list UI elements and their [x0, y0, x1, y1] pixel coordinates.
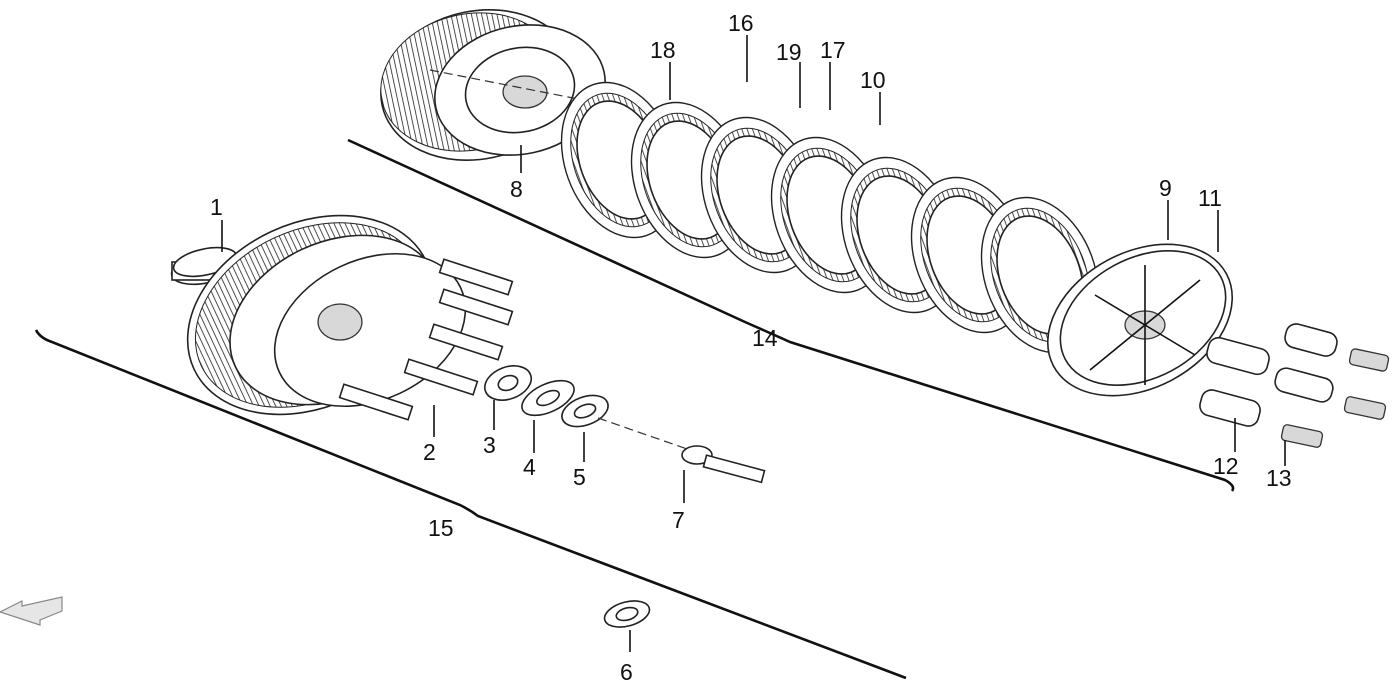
front-direction-arrow-icon [0, 596, 63, 626]
callout-11: 11 [1198, 185, 1222, 211]
callout-18: 18 [650, 37, 676, 63]
leader-lines [221, 35, 1286, 652]
clutch-springs [1199, 323, 1338, 427]
clutch-hub [380, 9, 661, 161]
bracket-line-14 [347, 138, 1235, 492]
callout-1: 1 [210, 194, 223, 220]
push-rod [681, 445, 766, 484]
callout-4: 4 [523, 454, 536, 480]
callout-6: 6 [620, 659, 633, 685]
callout-2: 2 [423, 439, 436, 465]
callout-17: 17 [820, 37, 846, 63]
callout-10: 10 [860, 67, 886, 93]
thrust-washer [483, 365, 533, 401]
lock-nut [561, 394, 609, 428]
callout-14: 14 [752, 325, 778, 351]
callout-3: 3 [483, 432, 496, 458]
callout-5: 5 [573, 464, 586, 490]
callout-8: 8 [510, 176, 523, 202]
spring-bolts [1280, 348, 1390, 448]
callout-7: 7 [672, 507, 685, 533]
callout-15: 15 [428, 515, 454, 541]
clutch-plate-stack [560, 81, 1100, 354]
callout-12: 12 [1213, 453, 1239, 479]
pressure-plate [1046, 243, 1234, 397]
callout-16: 16 [728, 10, 754, 36]
shim-washer [603, 600, 651, 628]
callout-13: 13 [1266, 465, 1292, 491]
callout-19: 19 [776, 39, 802, 65]
callout-9: 9 [1159, 175, 1172, 201]
lock-washer [521, 379, 575, 417]
clutch-housing [186, 214, 514, 421]
bracket-line-15 [34, 329, 907, 680]
